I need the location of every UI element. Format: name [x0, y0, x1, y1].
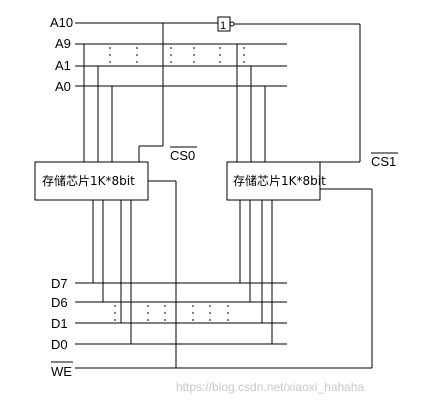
label-d7: D7 — [51, 276, 68, 291]
label-cs1: CS1 — [371, 154, 396, 169]
memory-chip-2 — [226, 161, 321, 201]
label-a0: A0 — [55, 79, 71, 94]
memory-chip-1-label: 存储芯片1K*8bit — [42, 173, 135, 188]
memory-chip-2-label: 存储芯片1K*8bit — [233, 173, 326, 188]
label-a1: A1 — [55, 58, 71, 73]
inverter-symbol: 1 — [220, 20, 226, 32]
label-d0: D0 — [51, 337, 68, 352]
inverter-bubble — [229, 21, 235, 27]
label-d6: D6 — [51, 295, 68, 310]
watermark: https://blog.csdn.net/xiaoxi_hahaha — [176, 380, 364, 394]
label-we: WE — [51, 364, 72, 379]
label-d1: D1 — [51, 316, 68, 331]
label-a9: A9 — [55, 36, 71, 51]
label-a10: A10 — [50, 15, 73, 30]
label-cs0: CS0 — [170, 148, 195, 163]
